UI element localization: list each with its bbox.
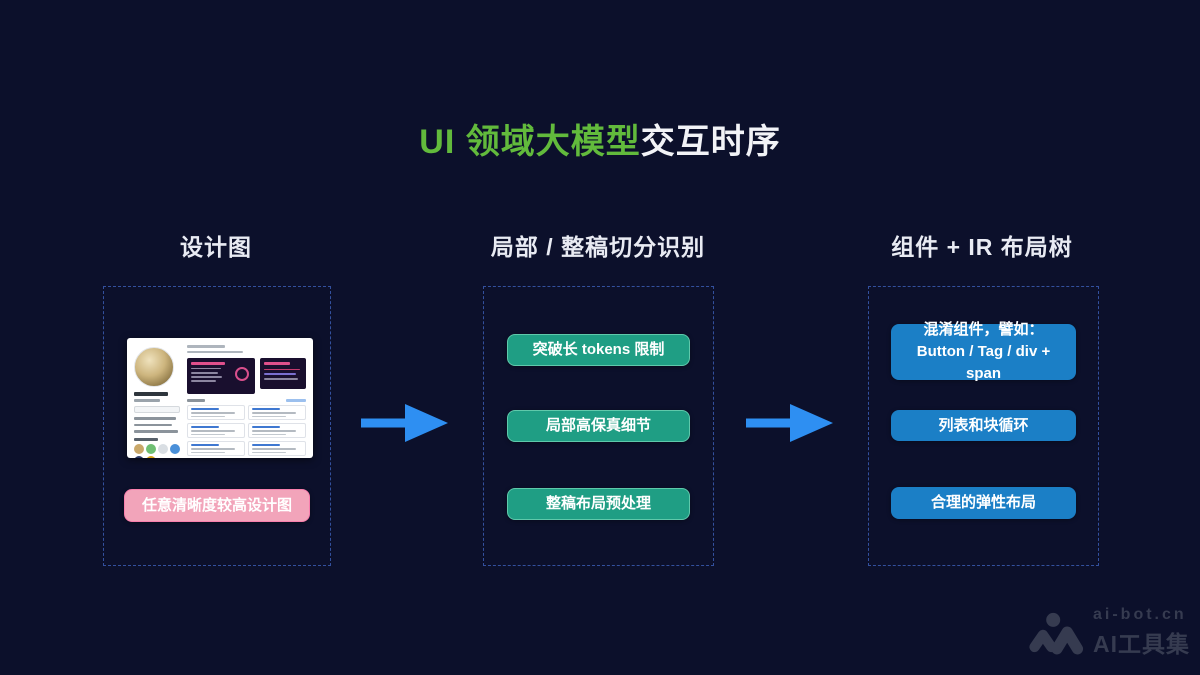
thumb-profile-sidebar <box>134 347 180 458</box>
column-header-layout-tree: 组件 + IR 布局树 <box>891 234 1073 260</box>
progress-ring <box>235 367 250 381</box>
flow-arrow-icon <box>361 404 448 442</box>
languages-card-dark <box>260 358 306 389</box>
page-title: UI 领域大模型交互时序 <box>0 114 1200 163</box>
design-panel: 任意清晰度较高设计图 <box>103 286 331 566</box>
badge-icons <box>134 443 180 458</box>
segmentation-panel: 突破长 tokens 限制 局部高保真细节 整稿布局预处理 <box>483 286 714 566</box>
column-header-design: 设计图 <box>180 234 252 260</box>
column-header-segmentation: 局部 / 整稿切分识别 <box>490 234 706 260</box>
repo-card <box>248 404 306 420</box>
feature-pill-flex-layout: 合理的弹性布局 <box>891 487 1076 519</box>
feature-pill-layout-preprocess: 整稿布局预处理 <box>507 488 690 520</box>
title-highlight: UI 领域大模型 <box>419 123 641 161</box>
repo-card <box>187 440 245 456</box>
watermark-name: AI工具集 <box>1093 631 1190 657</box>
watermark: ai-bot.cn AI工具集 <box>1028 606 1190 659</box>
layout-tree-panel: 混淆组件，譬如：Button / Tag / div + span 列表和块循环… <box>868 286 1099 566</box>
avatar <box>134 347 174 387</box>
stats-card-dark <box>187 358 256 394</box>
feature-pill-tokens: 突破长 tokens 限制 <box>507 334 690 366</box>
repo-card-grid <box>187 404 306 456</box>
flow-arrow-icon <box>746 404 833 442</box>
feature-pill-list-loop: 列表和块循环 <box>891 410 1076 441</box>
feature-pill-mixed-components: 混淆组件，譬如：Button / Tag / div + span <box>891 321 1076 382</box>
repo-card <box>187 404 245 420</box>
thumb-profile-main <box>187 345 306 456</box>
feature-pill-fidelity: 局部高保真细节 <box>507 410 690 442</box>
design-caption-pill: 任意清晰度较高设计图 <box>124 489 310 522</box>
design-screenshot-thumbnail <box>127 338 313 458</box>
ai-bot-logo-icon <box>1029 612 1084 654</box>
repo-card <box>248 422 306 438</box>
watermark-domain: ai-bot.cn <box>1093 606 1187 623</box>
repo-card <box>187 422 245 438</box>
title-suffix: 交互时序 <box>640 123 781 161</box>
repo-card <box>248 440 306 456</box>
